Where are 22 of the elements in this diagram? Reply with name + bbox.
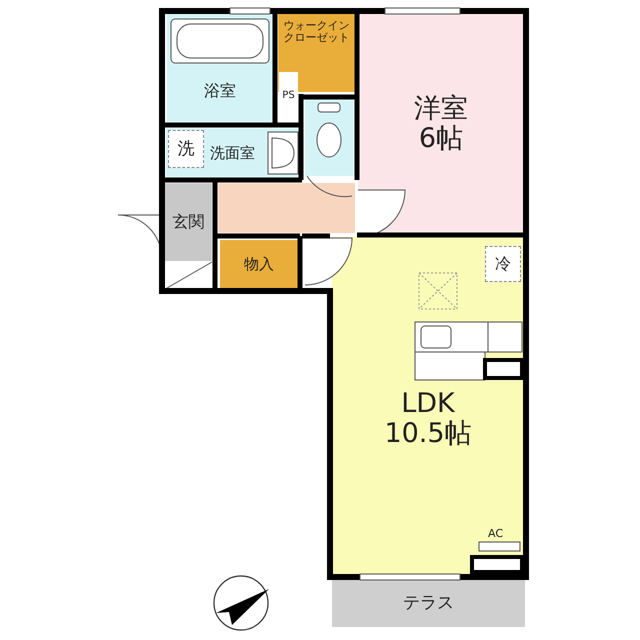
room-box <box>220 240 298 288</box>
room-label: 6帖 <box>418 124 464 154</box>
room-label: 玄関 <box>172 213 204 231</box>
room-label: 冷 <box>495 255 511 273</box>
room-box <box>485 246 521 282</box>
room-label: LDK <box>401 389 455 419</box>
room-label: 洋室 <box>414 94 468 124</box>
room-box <box>168 130 204 168</box>
room-label: テラス <box>403 594 454 613</box>
room-box <box>278 14 355 92</box>
room-box <box>358 14 524 233</box>
room-label: 10.5帖 <box>384 418 472 448</box>
equipment-label: AC <box>488 527 504 540</box>
room-box <box>218 183 355 233</box>
room-box <box>332 580 525 627</box>
room-label: ウォークインクローゼット <box>282 20 350 44</box>
room-label: 洗面室 <box>210 144 255 162</box>
room-box <box>165 183 212 261</box>
room-label: 浴室 <box>204 82 236 100</box>
room-label: 洗 <box>178 140 194 158</box>
room-label: PS <box>282 90 295 100</box>
room-label: 物入 <box>244 256 274 272</box>
